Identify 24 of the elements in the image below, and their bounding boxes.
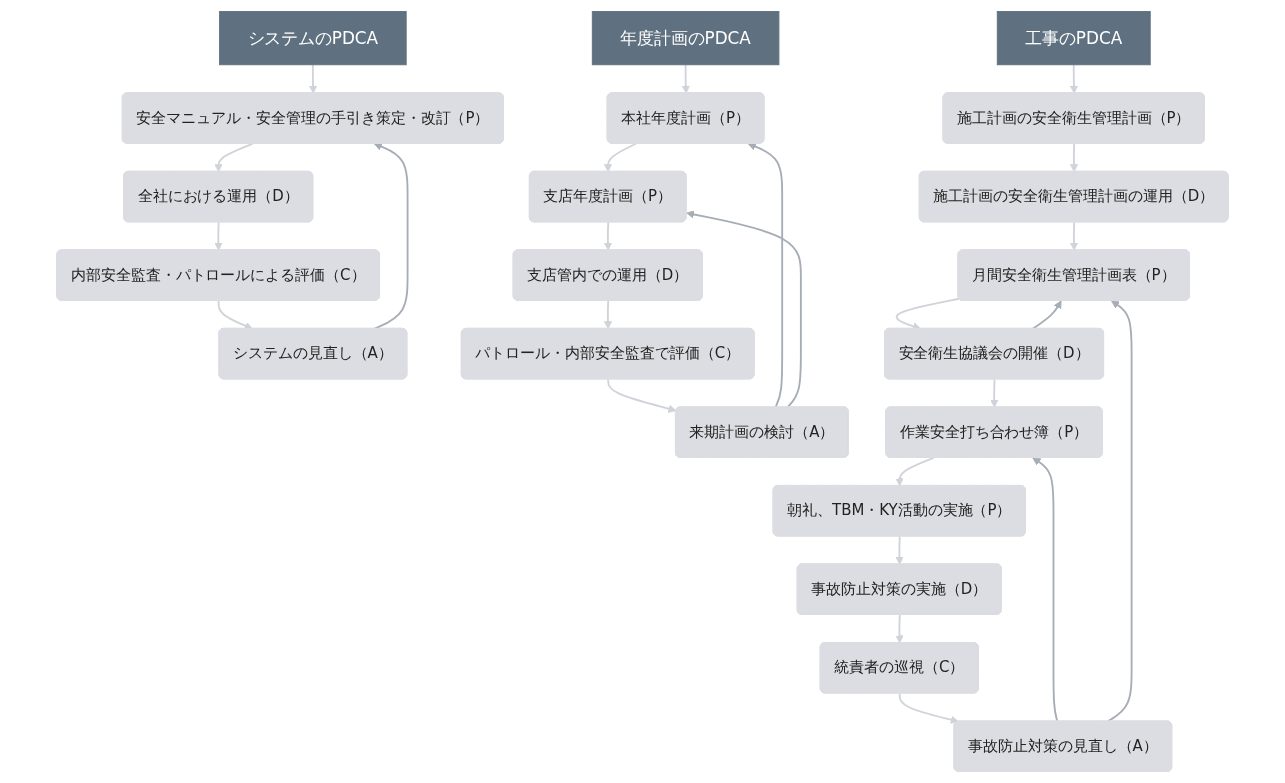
arrow <box>898 692 959 724</box>
arrow <box>990 378 999 408</box>
arrow <box>1032 457 1059 723</box>
arrow <box>895 614 904 644</box>
node-box: 工事のPDCA <box>996 11 1151 66</box>
arrow <box>373 142 409 330</box>
arrow <box>214 142 254 173</box>
arrow <box>603 142 637 173</box>
arrow <box>681 63 690 94</box>
arrow <box>309 63 318 94</box>
arrow <box>1031 300 1062 330</box>
arrow <box>1069 221 1079 251</box>
arrow <box>607 378 677 413</box>
arrow <box>217 299 253 330</box>
arrow <box>895 456 935 487</box>
arrow <box>603 221 613 251</box>
arrow <box>1069 142 1079 173</box>
node-box: システムのPDCA <box>219 11 407 66</box>
arrow <box>895 535 904 565</box>
node-box: 年度計画のPDCA <box>591 11 780 66</box>
arrow <box>1069 63 1079 94</box>
arrow <box>1106 300 1133 723</box>
arrow <box>214 221 223 251</box>
arrow <box>603 299 613 330</box>
